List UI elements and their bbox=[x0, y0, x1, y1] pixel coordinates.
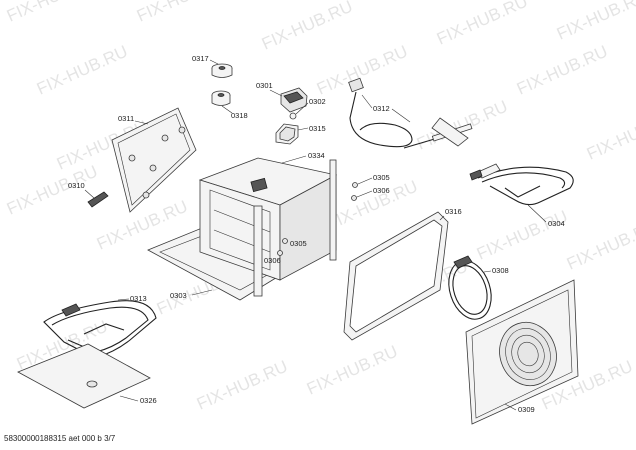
part-0301-lamp-housing: 0301 bbox=[256, 81, 308, 113]
label-0305-b: 0305 bbox=[290, 239, 307, 248]
label-0306-b: 0306 bbox=[264, 256, 281, 265]
part-0334-oven-cavity: 0334 bbox=[198, 151, 338, 297]
watermark: FIX-HUB.RU bbox=[314, 42, 411, 99]
label-0313: 0313 bbox=[130, 294, 147, 303]
part-0313-bottom-heater: 0313 bbox=[43, 294, 157, 359]
watermark: FIX-HUB.RU bbox=[554, 0, 636, 44]
part-0315-lamp-cover: 0315 bbox=[275, 123, 326, 145]
label-0316: 0316 bbox=[445, 207, 462, 216]
part-0306-washer-b: 0306 bbox=[264, 250, 283, 265]
label-0315: 0315 bbox=[309, 124, 326, 133]
part-0305-screw-b: 0305 bbox=[282, 238, 307, 248]
label-0310: 0310 bbox=[68, 181, 85, 190]
label-0308: 0308 bbox=[492, 266, 509, 275]
watermark: FIX-HUB.RU bbox=[4, 162, 101, 219]
label-0312: 0312 bbox=[373, 104, 390, 113]
part-0305-screw-a: 0305 bbox=[352, 173, 390, 188]
label-0326: 0326 bbox=[140, 396, 157, 405]
part-0304-grill-heater: 0304 bbox=[469, 163, 574, 228]
watermark: FIX-HUB.RU bbox=[134, 0, 231, 26]
label-0305-a: 0305 bbox=[373, 173, 390, 182]
diagram-footer-code: 58300000188315 aet 000 b 3/7 bbox=[4, 434, 116, 443]
watermark: FIX-HUB.RU bbox=[34, 42, 131, 99]
part-0316-door-seal: 0316 bbox=[343, 207, 462, 341]
part-0310-clip: 0310 bbox=[68, 181, 109, 208]
watermark: FIX-HUB.RU bbox=[584, 107, 636, 164]
label-0303: 0303 bbox=[170, 291, 187, 300]
label-0302: 0302 bbox=[309, 97, 326, 106]
label-0311: 0311 bbox=[118, 114, 134, 123]
label-0309: 0309 bbox=[518, 405, 535, 414]
watermark: FIX-HUB.RU bbox=[514, 42, 611, 99]
watermark: FIX-HUB.RU bbox=[414, 97, 511, 154]
watermark: FIX-HUB.RU bbox=[474, 207, 571, 264]
part-0317-knob: 0317 bbox=[192, 54, 233, 78]
part-0312-sensor-cable: 0312 bbox=[348, 77, 473, 149]
watermark: FIX-HUB.RU bbox=[4, 0, 101, 26]
watermark: FIX-HUB.RU bbox=[259, 0, 356, 54]
label-0334: 0334 bbox=[308, 151, 325, 160]
watermark: FIX-HUB.RU bbox=[194, 357, 291, 414]
label-0306-a: 0306 bbox=[373, 186, 390, 195]
label-0317: 0317 bbox=[192, 54, 209, 63]
part-0302-lamp-bulb: 0302 bbox=[289, 97, 326, 120]
watermark: FIX-HUB.RU bbox=[564, 217, 636, 274]
watermark: FIX-HUB.RU bbox=[434, 0, 531, 49]
label-0301: 0301 bbox=[256, 81, 273, 90]
part-0308-ring-heater: 0308 bbox=[448, 255, 509, 320]
part-0309-fan-panel: 0309 bbox=[465, 279, 579, 425]
part-0318-knob: 0318 bbox=[211, 90, 248, 120]
part-0311-rear-panel: 0311 bbox=[111, 107, 197, 213]
label-0304: 0304 bbox=[548, 219, 565, 228]
part-0306-washer-a: 0306 bbox=[351, 186, 390, 201]
label-0318: 0318 bbox=[231, 111, 248, 120]
part-0326-cover-plate: 0326 bbox=[17, 343, 157, 409]
watermark: FIX-HUB.RU bbox=[304, 342, 401, 399]
